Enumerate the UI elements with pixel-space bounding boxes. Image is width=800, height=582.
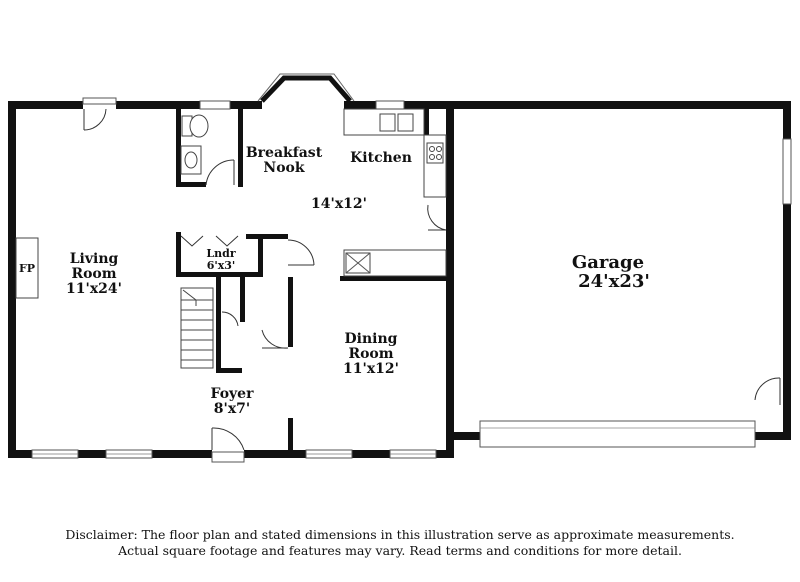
fireplace [15, 237, 39, 299]
dining-room-dims: 11'x12' [343, 361, 399, 377]
garage-label: Garage [572, 252, 644, 273]
breakfast-nook-label-line1: Breakfast [246, 145, 323, 161]
living-room-label-line2: Room [71, 266, 116, 282]
doors [82, 97, 781, 463]
disclaimer-line2: Actual square footage and features may v… [118, 543, 682, 558]
kitchen-fixtures [343, 108, 447, 277]
garage-door [479, 420, 756, 448]
laundry-dims: 6'x3' [207, 259, 236, 272]
dining-room-label-line1: Dining [345, 331, 398, 347]
garage-exterior-walls [446, 101, 791, 440]
disclaimer-line1: Disclaimer: The floor plan and stated di… [65, 527, 735, 542]
bay-window [257, 73, 355, 103]
staircase [180, 287, 214, 369]
kitchen-label: Kitchen [350, 150, 412, 166]
garage-dims: 24'x23' [578, 271, 650, 292]
dining-room-label-line2: Room [348, 346, 393, 362]
room-labels: Breakfast Nook Kitchen 14'x12' Living Ro… [19, 145, 650, 417]
laundry-label: Lndr [206, 247, 235, 260]
house-exterior-walls [8, 101, 454, 458]
kitchen-dims: 14'x12' [311, 196, 367, 212]
living-room-dims: 11'x24' [66, 281, 122, 297]
living-room-label-line1: Living [70, 251, 119, 267]
breakfast-nook-label-line2: Nook [263, 160, 304, 176]
foyer-label: Foyer [211, 386, 255, 402]
foyer-dims: 8'x7' [214, 401, 250, 417]
bathroom-fixtures [180, 114, 209, 175]
fireplace-label: FP [19, 262, 35, 275]
